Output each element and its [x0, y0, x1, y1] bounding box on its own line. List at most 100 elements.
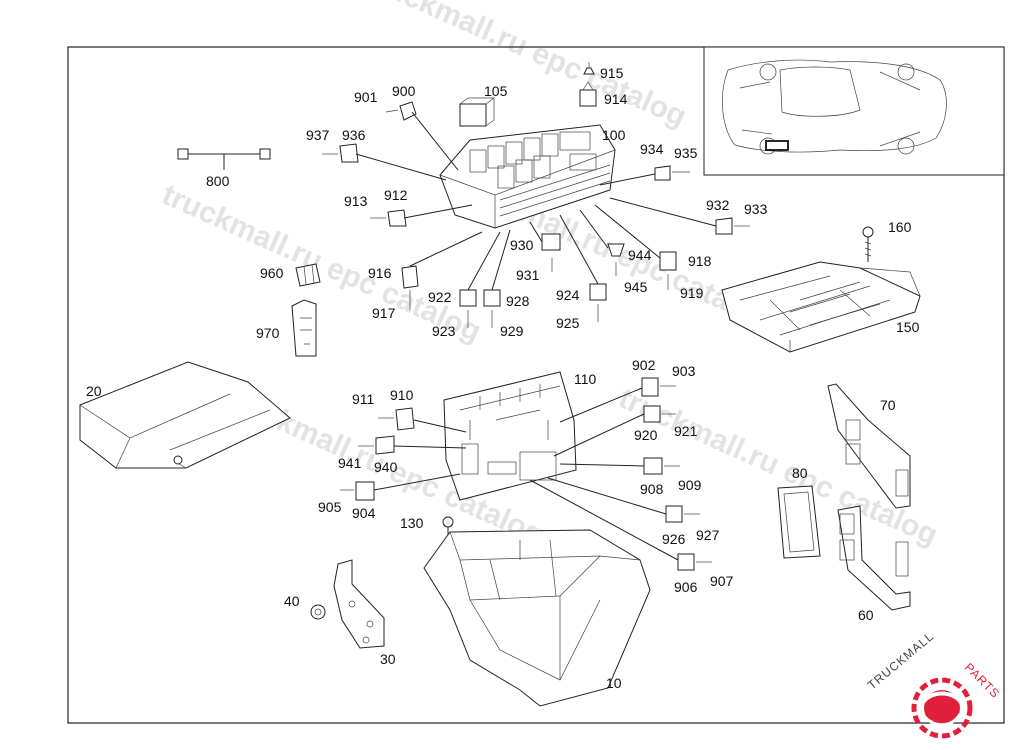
- connector-930: [541, 233, 561, 272]
- vehicle-location-inset: [703, 46, 1005, 176]
- relay-105: [459, 97, 496, 127]
- connector-944: [607, 243, 625, 276]
- fuse-relay-box: [439, 124, 616, 229]
- bracket-70: [827, 383, 911, 509]
- diagram-frame: [67, 46, 1005, 724]
- housing-10: [423, 529, 651, 707]
- leader-lines-module: [373, 387, 679, 561]
- callout-901: 901: [354, 89, 378, 105]
- connector-940: [358, 435, 395, 455]
- callout-110: 110: [574, 371, 597, 387]
- pin-915: [583, 62, 595, 75]
- connector-914: [579, 81, 597, 107]
- callout-10: 10: [606, 675, 622, 691]
- cover-20: [79, 361, 291, 469]
- callout-909: 909: [678, 477, 702, 493]
- callout-70: 70: [880, 397, 896, 413]
- connector-922: [459, 289, 477, 328]
- tray-150: [721, 261, 921, 353]
- bracket-30: [333, 559, 385, 649]
- callout-912: 912: [384, 187, 408, 203]
- callout-60: 60: [858, 607, 874, 623]
- fuse-960: [295, 263, 321, 287]
- callout-30: 30: [380, 651, 396, 667]
- connector-926: [665, 505, 700, 523]
- connector-932: [715, 217, 750, 235]
- callout-904: 904: [352, 505, 376, 521]
- gear-logo-icon: [911, 677, 973, 739]
- callout-930: 930: [510, 237, 534, 253]
- callout-916: 916: [368, 265, 392, 281]
- callout-100: 100: [602, 127, 626, 143]
- connector-910: [378, 407, 415, 431]
- connector-904: [340, 481, 375, 501]
- callout-908: 908: [640, 481, 664, 497]
- screw-160: [862, 226, 874, 262]
- callout-160: 160: [888, 219, 912, 235]
- callout-150: 150: [896, 319, 920, 335]
- connector-920: [643, 405, 676, 423]
- callout-20: 20: [86, 383, 102, 399]
- callout-40: 40: [284, 593, 300, 609]
- connector-916: [401, 265, 419, 310]
- callout-929: 929: [500, 323, 524, 339]
- callout-928: 928: [506, 293, 530, 309]
- callout-915: 915: [600, 65, 624, 81]
- callout-940: 940: [374, 459, 398, 475]
- callout-80: 80: [792, 465, 808, 481]
- callout-934: 934: [640, 141, 664, 157]
- callout-945: 945: [624, 279, 648, 295]
- connector-928: [483, 289, 501, 328]
- cable-800: [177, 148, 271, 170]
- callout-914: 914: [604, 91, 628, 107]
- callout-105: 105: [484, 83, 508, 99]
- connector-934: [654, 165, 690, 181]
- truckmall-parts-logo: TRUCKMALL PARTS: [865, 629, 1003, 739]
- callout-936: 936: [342, 127, 366, 143]
- connector-900: [385, 101, 417, 121]
- callout-919: 919: [680, 285, 704, 301]
- callout-902: 902: [632, 357, 656, 373]
- connector-936: [322, 143, 359, 163]
- connector-902: [641, 377, 676, 397]
- holder-970: [291, 299, 317, 357]
- callout-130: 130: [400, 515, 424, 531]
- callout-labels: 105 900 901 915 914 100 937 936 800 913 …: [86, 65, 920, 691]
- callout-932: 932: [706, 197, 730, 213]
- callout-927: 927: [696, 527, 720, 543]
- connector-918: [659, 251, 677, 290]
- callout-926: 926: [662, 531, 686, 547]
- callout-941: 941: [338, 455, 362, 471]
- callout-918: 918: [688, 253, 712, 269]
- callout-911: 911: [352, 391, 375, 407]
- callout-925: 925: [556, 315, 580, 331]
- frame-80: [777, 485, 821, 559]
- callout-906: 906: [674, 579, 698, 595]
- callout-905: 905: [318, 499, 342, 515]
- callout-937: 937: [306, 127, 330, 143]
- location-marker: [765, 140, 789, 151]
- bracket-60: [837, 505, 911, 611]
- callout-907: 907: [710, 573, 734, 589]
- connector-908: [643, 457, 680, 475]
- callout-913: 913: [344, 193, 368, 209]
- callout-960: 960: [260, 265, 284, 281]
- callout-970: 970: [256, 325, 280, 341]
- nut-40: [310, 604, 326, 620]
- callout-944: 944: [628, 247, 652, 263]
- connector-906: [677, 553, 712, 571]
- callout-923: 923: [432, 323, 456, 339]
- callout-924: 924: [556, 287, 580, 303]
- callout-935: 935: [674, 145, 698, 161]
- callout-920: 920: [634, 427, 658, 443]
- control-module-110: [443, 371, 577, 501]
- callout-933: 933: [744, 201, 768, 217]
- callout-800: 800: [206, 173, 230, 189]
- leader-lines-box: [355, 111, 717, 291]
- callout-917: 917: [372, 305, 396, 321]
- connector-924: [589, 283, 607, 322]
- callout-921: 921: [674, 423, 698, 439]
- callout-922: 922: [428, 289, 452, 305]
- callout-900: 900: [392, 83, 416, 99]
